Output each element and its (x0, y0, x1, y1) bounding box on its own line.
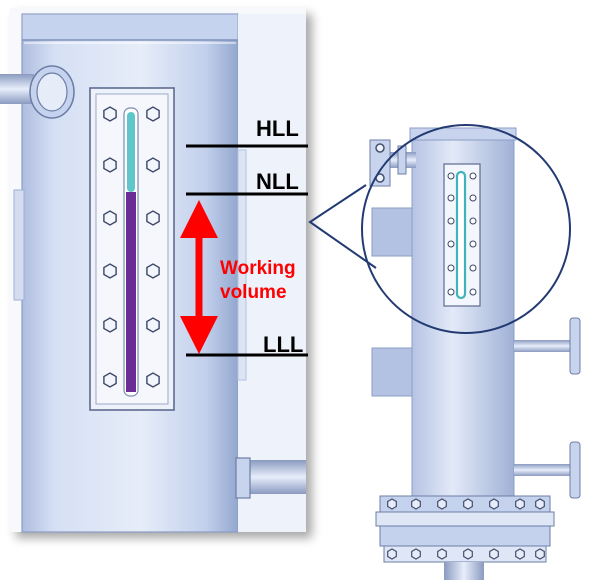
bolt-icon (103, 210, 117, 226)
bolt-icon (103, 372, 117, 388)
bolt-icon (146, 263, 160, 279)
working-volume-label-line2: volume (220, 282, 287, 303)
bolt-icon (469, 288, 477, 296)
bolt-icon (103, 157, 117, 173)
bolt-icon (515, 548, 525, 560)
bolt-icon (469, 240, 477, 248)
bolt-icon (103, 317, 117, 333)
side-plate (13, 189, 25, 301)
bolt-icon (146, 210, 160, 226)
bolt-icon (469, 217, 477, 225)
gauge-bolts (103, 106, 160, 388)
double-headed-arrow-icon (180, 200, 218, 354)
bolt-icon (463, 498, 473, 510)
bolt-icon (103, 106, 117, 122)
lower-nozzle (235, 457, 306, 499)
working-volume-label-line1: Working (220, 258, 296, 279)
small-gauge-bolts (447, 172, 477, 296)
nll-label: NLL (256, 169, 299, 194)
bolt-icon (469, 194, 477, 202)
lll-label: LLL (263, 332, 303, 357)
bolt-icon (146, 317, 160, 333)
sight-glass-gauge-small (443, 163, 481, 307)
bolt-icon (447, 194, 455, 202)
bolt-icon (146, 157, 160, 173)
bolt-icon (103, 263, 117, 279)
bolt-icon (447, 288, 455, 296)
bolt-icon (515, 498, 525, 510)
nozzle-flange-icon (0, 65, 75, 119)
bolt-icon (535, 498, 545, 510)
bolt-icon (447, 240, 455, 248)
gauge-tube (127, 112, 135, 192)
bolt-icon (489, 548, 499, 560)
bolt-icon (469, 264, 477, 272)
bolt-icon (447, 172, 455, 180)
bolt-icon (535, 548, 545, 560)
bolt-icon (447, 217, 455, 225)
bolt-icon (411, 548, 421, 560)
sight-glass-gauge (89, 87, 175, 411)
bolt-icon (146, 372, 160, 388)
bolt-icon (146, 106, 160, 122)
zoom-callout (308, 124, 571, 334)
bolt-icon (411, 498, 421, 510)
bolt-icon (387, 498, 397, 510)
bolt-icon (463, 548, 473, 560)
bolt-icon (469, 172, 477, 180)
bolt-icon (437, 498, 447, 510)
bolt-icon (447, 264, 455, 272)
liquid-column (126, 192, 136, 392)
hll-label: HLL (256, 116, 299, 141)
bolt-icon (387, 548, 397, 560)
bolt-icon (489, 498, 499, 510)
level-lines (186, 144, 308, 357)
flange-bolts (387, 498, 545, 560)
bolt-icon (437, 548, 447, 560)
